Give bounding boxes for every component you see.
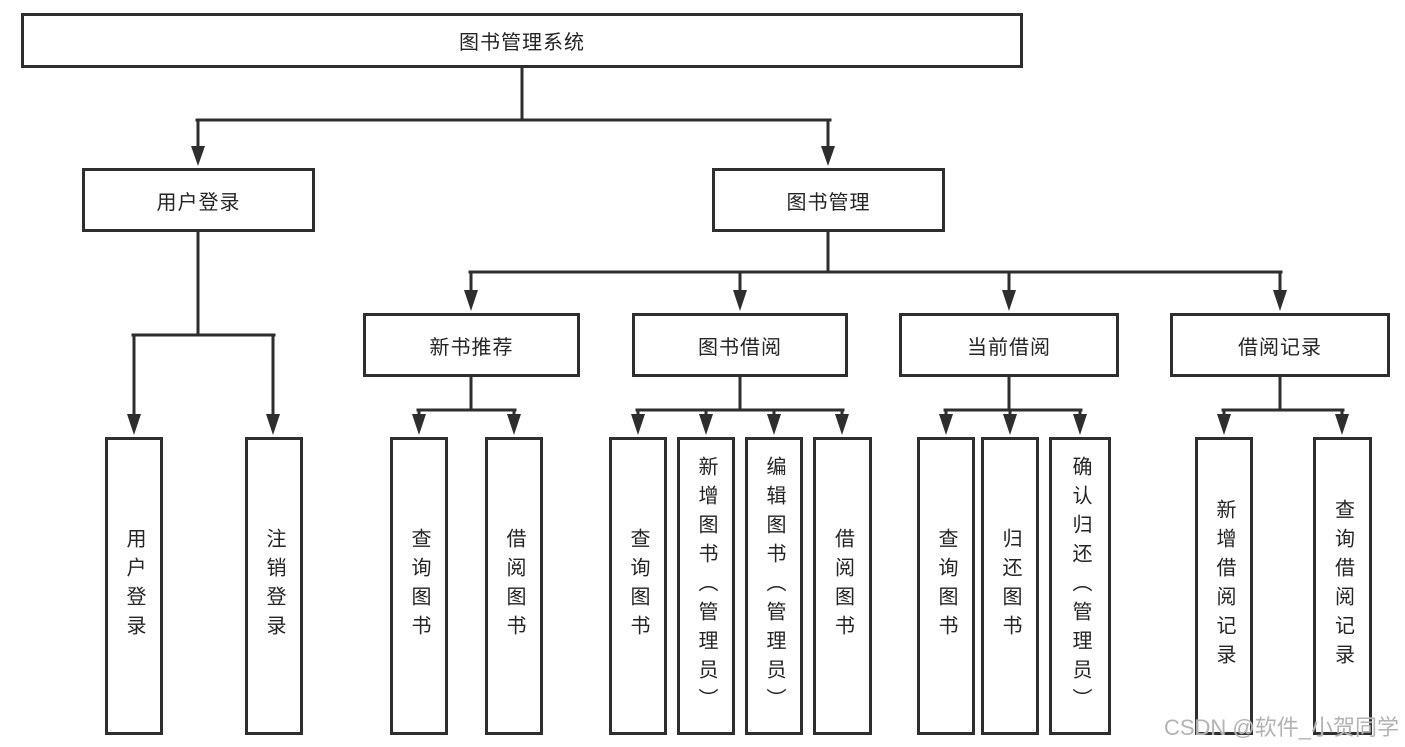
node-leaf-borrow-books-2: 借阅图书 — [813, 437, 872, 735]
node-leaf-logout: 注销登录 — [245, 437, 303, 735]
node-leaf-query-books-2: 查询图书 — [609, 437, 667, 735]
node-leaf-confirm-return-admin-label: 确认归还（管理员） — [1069, 455, 1091, 717]
node-new-book-recommend-label: 新书推荐 — [429, 336, 514, 359]
node-borrow-records-label: 借阅记录 — [1238, 336, 1322, 359]
node-new-book-recommend: 新书推荐 — [363, 313, 580, 377]
node-leaf-edit-books-admin: 编辑图书（管理员） — [745, 437, 803, 735]
node-leaf-query-books-1-label: 查询图书 — [408, 528, 430, 644]
csdn-watermark: CSDN @软件_小贺同学 — [1163, 715, 1399, 740]
node-leaf-query-books-3: 查询图书 — [917, 437, 975, 735]
node-user-login: 用户登录 — [82, 168, 315, 232]
node-leaf-add-books-admin: 新增图书（管理员） — [677, 437, 735, 735]
node-leaf-user-login-label: 用户登录 — [123, 528, 145, 644]
node-user-login-label: 用户登录 — [156, 191, 241, 214]
node-leaf-edit-books-admin-label: 编辑图书（管理员） — [763, 455, 785, 717]
node-leaf-user-login: 用户登录 — [105, 437, 163, 735]
node-leaf-borrow-books-2-label: 借阅图书 — [831, 528, 854, 644]
node-leaf-return-books: 归还图书 — [981, 437, 1039, 735]
node-borrow-records: 借阅记录 — [1170, 313, 1390, 377]
node-root: 图书管理系统 — [21, 13, 1023, 68]
node-leaf-logout-label: 注销登录 — [263, 528, 285, 644]
node-root-label: 图书管理系统 — [459, 32, 585, 54]
node-leaf-confirm-return-admin: 确认归还（管理员） — [1049, 437, 1111, 735]
node-leaf-query-books-1: 查询图书 — [390, 437, 448, 735]
node-current-borrow-label: 当前借阅 — [967, 336, 1051, 359]
node-leaf-borrow-books-1-label: 借阅图书 — [503, 528, 525, 644]
node-leaf-query-borrow-record: 查询借阅记录 — [1313, 437, 1372, 735]
node-leaf-add-books-admin-label: 新增图书（管理员） — [695, 455, 717, 717]
node-leaf-query-borrow-record-label: 查询借阅记录 — [1331, 499, 1354, 673]
node-leaf-add-borrow-record: 新增借阅记录 — [1195, 437, 1253, 735]
node-book-management-label: 图书管理 — [786, 191, 871, 214]
node-leaf-return-books-label: 归还图书 — [999, 528, 1021, 644]
node-current-borrow: 当前借阅 — [899, 313, 1119, 377]
node-leaf-query-books-2-label: 查询图书 — [627, 528, 649, 644]
node-leaf-query-books-3-label: 查询图书 — [935, 528, 957, 644]
node-book-borrow: 图书借阅 — [632, 313, 848, 377]
node-leaf-borrow-books-1: 借阅图书 — [485, 437, 543, 735]
node-book-management: 图书管理 — [712, 168, 945, 232]
node-leaf-add-borrow-record-label: 新增借阅记录 — [1213, 499, 1235, 673]
node-book-borrow-label: 图书借阅 — [698, 336, 782, 359]
